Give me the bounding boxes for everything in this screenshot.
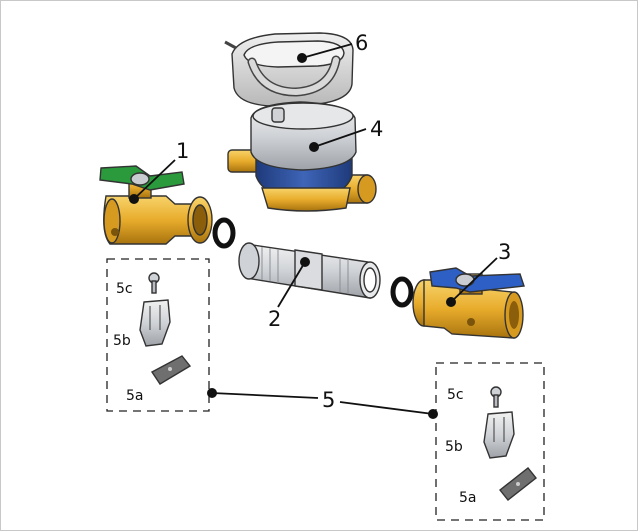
valve-left-part (99, 165, 213, 245)
label-valve-left: 1 (176, 139, 189, 163)
leader-4 (309, 128, 367, 152)
leader-5 (207, 388, 438, 419)
leader-2 (277, 257, 310, 308)
kit-right-parts (483, 386, 537, 501)
label-left-bracket: 5b (113, 333, 131, 349)
label-meter: 4 (370, 117, 383, 141)
valve-right-part (412, 267, 525, 339)
label-spool: 2 (268, 307, 281, 331)
kit-left-parts (139, 272, 192, 385)
label-left-plate: 5a (126, 388, 144, 404)
leader-6 (297, 43, 353, 63)
leader-3 (446, 257, 498, 307)
spool-part (238, 242, 381, 299)
gasket-right (390, 276, 414, 308)
meter-part (227, 101, 377, 212)
label-right-plate: 5a (459, 490, 477, 506)
label-bracket-kit: 5 (322, 388, 335, 412)
label-left-screw: 5c (116, 281, 133, 297)
label-valve-right: 3 (498, 240, 511, 264)
kit-box-right (435, 362, 545, 521)
gasket-left (212, 217, 236, 249)
leader-1 (129, 159, 176, 204)
label-right-bracket: 5b (445, 439, 463, 455)
label-cap: 6 (355, 31, 368, 55)
label-right-screw: 5c (447, 387, 464, 403)
cap-part (224, 32, 354, 107)
